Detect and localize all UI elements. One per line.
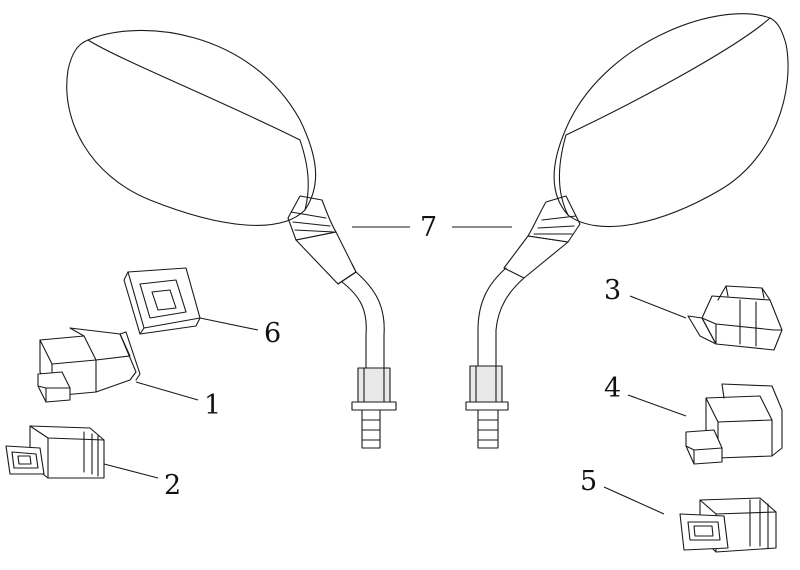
- right-mirror-rim: [565, 17, 771, 136]
- left-mirror-head: [66, 29, 317, 226]
- left-mirror: [66, 29, 397, 449]
- right-mirror: [465, 13, 789, 449]
- callout-4: 4: [604, 373, 621, 404]
- part-2-connector: [5, 425, 105, 479]
- right-mirror-nut: [469, 365, 503, 403]
- left-mirror-rim: [87, 39, 301, 141]
- callout-5: 5: [580, 466, 597, 497]
- part-5-connector: [679, 497, 777, 553]
- left-mirror-stem: [341, 271, 385, 369]
- right-mirror-arm: [503, 235, 569, 279]
- part-3-rocker: [687, 285, 783, 351]
- right-mirror-bolt: [477, 409, 499, 449]
- right-mirror-head: [553, 13, 789, 228]
- callout-3: 3: [604, 275, 621, 306]
- part-4-switch-block: [685, 383, 783, 465]
- leader-lines: [103, 226, 687, 515]
- callout-1: 1: [204, 390, 221, 421]
- part-1-switch-block: [37, 327, 141, 403]
- left-mirror-nut: [357, 367, 391, 403]
- callout-2: 2: [164, 470, 181, 501]
- left-mirror-arm: [295, 231, 357, 285]
- left-mirror-bolt: [361, 409, 381, 449]
- part-6-switch-cap: [123, 267, 201, 335]
- callout-6: 6: [264, 318, 281, 349]
- callout-7: 7: [420, 212, 437, 243]
- right-mirror-stem: [477, 267, 525, 367]
